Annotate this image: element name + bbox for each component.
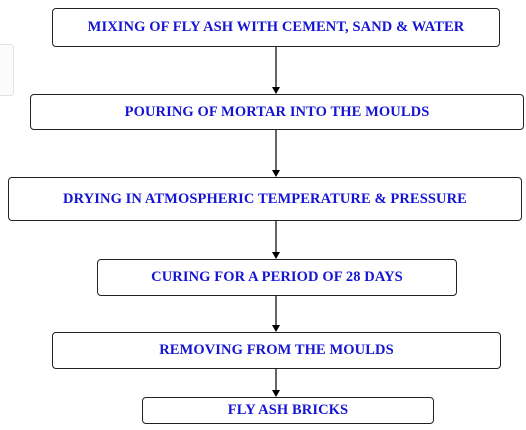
step-removing-label: REMOVING FROM THE MOULDS [159,342,394,358]
step-drying-label: DRYING IN ATMOSPHERIC TEMPERATURE & PRES… [63,190,467,207]
step-pouring-label: POURING OF MORTAR INTO THE MOULDS [124,103,430,120]
result-bricks-label: FLY ASH BRICKS [227,402,349,418]
step-removing-box: REMOVING FROM THE MOULDS [52,332,501,369]
result-bricks-box: FLY ASH BRICKS [142,397,434,424]
step-curing-label: CURING FOR A PERIOD OF 28 DAYS [151,269,403,285]
edge-artifact [0,44,14,96]
step-drying-box: DRYING IN ATMOSPHERIC TEMPERATURE & PRES… [8,177,522,221]
step-pouring-box: POURING OF MORTAR INTO THE MOULDS [30,94,524,130]
step-mixing-label: MIXING OF FLY ASH WITH CEMENT, SAND & WA… [87,19,465,35]
step-curing-box: CURING FOR A PERIOD OF 28 DAYS [97,259,457,296]
step-mixing-box: MIXING OF FLY ASH WITH CEMENT, SAND & WA… [52,8,500,47]
